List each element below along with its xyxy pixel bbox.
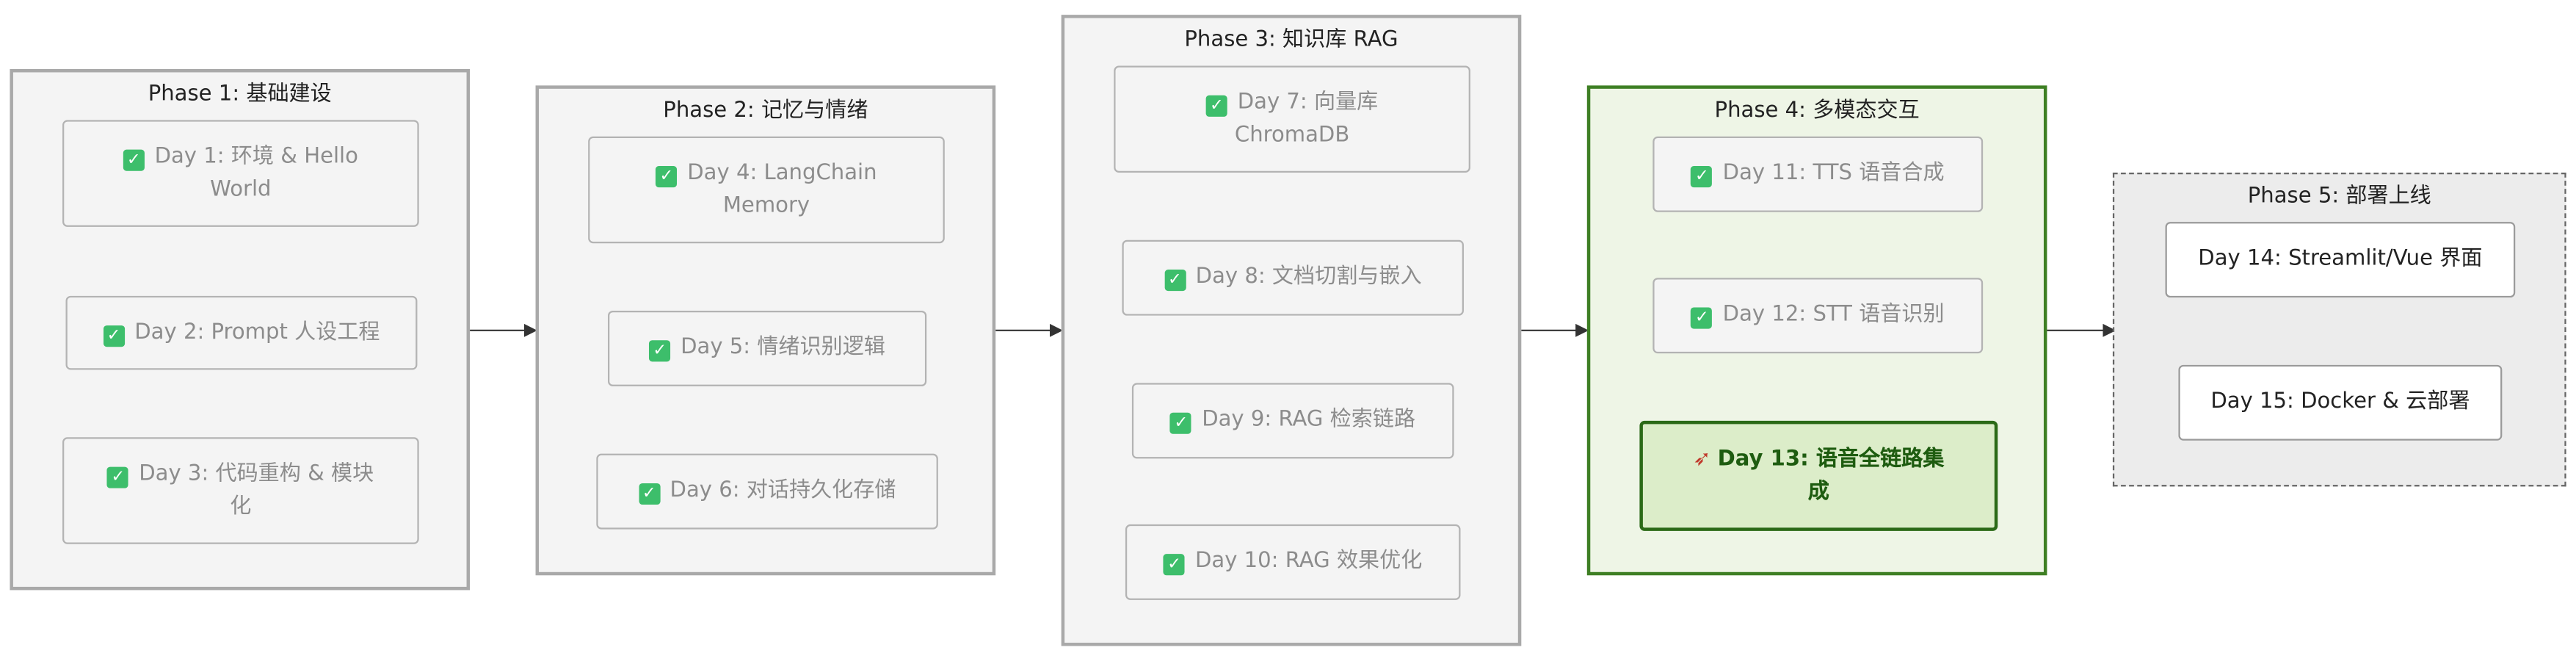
- phase-4-title: Phase 4: 多模态交互: [1714, 98, 1920, 123]
- check-icon: ✓: [1170, 412, 1192, 434]
- check-icon: ✓: [103, 324, 125, 347]
- task-day-15-line1: Day 15: Docker & 云部署: [2210, 389, 2470, 414]
- task-day-3-line2: 化: [230, 494, 252, 519]
- task-day-13[interactable]: ➶Day 13: 语音全链路集成: [1639, 420, 1998, 531]
- task-day-1-line2: World: [210, 176, 272, 202]
- check-icon: ✓: [649, 340, 671, 362]
- task-day-2-line1: Day 2: Prompt 人设工程: [134, 320, 380, 344]
- check-icon: ✓: [1164, 554, 1186, 576]
- task-day-15[interactable]: Day 15: Docker & 云部署: [2178, 364, 2503, 441]
- task-day-1-line1: Day 1: 环境 & Hello: [154, 143, 358, 169]
- task-day-12-line1: Day 12: STT 语音识别: [1722, 302, 1945, 328]
- phase-1-title: Phase 1: 基础建设: [148, 82, 332, 107]
- task-day-3-line1: Day 3: 代码重构 & 模块: [139, 461, 374, 486]
- check-icon: ✓: [1164, 270, 1186, 292]
- phase-3-title: Phase 3: 知识库 RAG: [1184, 28, 1398, 53]
- task-day-13-line1: Day 13: 语音全链路集: [1717, 446, 1945, 472]
- task-day-9-line1: Day 9: RAG 检索链路: [1202, 407, 1416, 433]
- task-day-11-line1: Day 11: TTS 语音合成: [1722, 161, 1945, 186]
- task-day-7[interactable]: ✓ Day 7: 向量库 ChromaDB: [1114, 65, 1470, 173]
- phase-5-group: Phase 5: 部署上线 Day 14: Streamlit/Vue 界面 D…: [2112, 172, 2566, 487]
- check-icon: ✓: [1691, 166, 1713, 188]
- task-day-5[interactable]: ✓ Day 5: 情绪识别逻辑: [608, 310, 927, 386]
- task-day-4-line2: Memory: [722, 192, 810, 218]
- task-day-13-line2: 成: [1807, 479, 1829, 504]
- check-icon: ✓: [1205, 94, 1227, 116]
- phase-5-title: Phase 5: 部署上线: [2247, 184, 2431, 209]
- phase-2-title: Phase 2: 记忆与情绪: [663, 98, 868, 123]
- task-day-2[interactable]: ✓ Day 2: Prompt 人设工程: [65, 295, 418, 370]
- check-icon: ✓: [656, 165, 678, 187]
- task-day-8[interactable]: ✓ Day 8: 文档切割与嵌入: [1122, 239, 1464, 316]
- phase-3-group: Phase 3: 知识库 RAG ✓ Day 7: 向量库 ChromaDB ✓ …: [1061, 15, 1522, 646]
- task-day-6[interactable]: ✓ Day 6: 对话持久化存储: [596, 453, 938, 530]
- check-icon: ✓: [638, 483, 660, 505]
- check-icon: ✓: [123, 148, 145, 170]
- task-day-10[interactable]: ✓ Day 10: RAG 效果优化: [1125, 524, 1461, 600]
- task-day-7-line1: Day 7: 向量库: [1237, 89, 1379, 115]
- phase-4-group: Phase 4: 多模态交互 ✓ Day 11: TTS 语音合成 ✓ Day …: [1586, 85, 2047, 576]
- task-day-9[interactable]: ✓ Day 9: RAG 检索链路: [1131, 383, 1454, 459]
- task-day-10-line1: Day 10: RAG 效果优化: [1194, 549, 1423, 574]
- rocket-icon: ➶: [1693, 446, 1711, 472]
- task-day-3[interactable]: ✓ Day 3: 代码重构 & 模块化: [62, 437, 419, 544]
- task-day-14-line1: Day 14: Streamlit/Vue 界面: [2198, 246, 2483, 272]
- check-icon: ✓: [1691, 307, 1713, 329]
- check-icon: ✓: [107, 466, 129, 488]
- task-day-11[interactable]: ✓ Day 11: TTS 语音合成: [1652, 136, 1984, 212]
- task-day-5-line1: Day 5: 情绪识别逻辑: [681, 335, 885, 361]
- task-day-12[interactable]: ✓ Day 12: STT 语音识别: [1652, 278, 1984, 354]
- task-day-8-line1: Day 8: 文档切割与嵌入: [1195, 264, 1422, 289]
- task-day-6-line1: Day 6: 对话持久化存储: [670, 478, 896, 503]
- task-day-4-line1: Day 4: LangChain: [687, 160, 877, 185]
- task-day-7-line2: ChromaDB: [1234, 122, 1350, 148]
- task-day-14[interactable]: Day 14: Streamlit/Vue 界面: [2165, 222, 2516, 298]
